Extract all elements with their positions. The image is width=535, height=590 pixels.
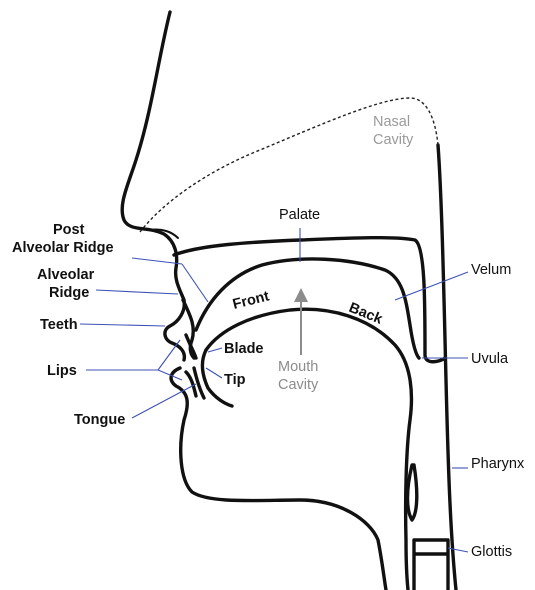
label-alveolar: Alveolar <box>37 267 95 283</box>
tip-leader <box>206 368 222 378</box>
lips-leader-2 <box>158 340 180 370</box>
blade-leader <box>208 348 222 352</box>
mouth-cavity-arrow-head <box>294 288 308 302</box>
face-profile-outline <box>122 12 184 360</box>
label-tip: Tip <box>224 372 246 388</box>
chin-outline <box>171 368 386 590</box>
label-nasal: Nasal <box>373 114 410 130</box>
label-velum: Velum <box>471 262 511 278</box>
glottis-outline <box>414 540 448 590</box>
label-glottis: Glottis <box>471 544 512 560</box>
label-lips: Lips <box>47 363 77 379</box>
label-mouth: Mouth <box>278 359 318 375</box>
label-pharynx: Pharynx <box>471 456 525 472</box>
label-nasal-cavity: Cavity <box>373 132 414 148</box>
label-blade: Blade <box>224 341 264 357</box>
label-alveolar-ridge: Ridge <box>49 285 89 301</box>
label-palate: Palate <box>279 207 320 223</box>
pharynx-wall-outline <box>438 145 456 590</box>
post-alveolar-leader <box>132 258 182 264</box>
label-post-alveolar-ridge: Alveolar Ridge <box>12 240 114 256</box>
post-alveolar-leader-2 <box>182 264 208 302</box>
label-mouth-cavity: Cavity <box>278 377 319 393</box>
velum-leader <box>395 272 468 300</box>
teeth-leader <box>80 324 165 326</box>
label-tongue: Tongue <box>74 412 125 428</box>
label-teeth: Teeth <box>40 317 78 333</box>
alveolar-leader <box>96 290 178 294</box>
label-uvula: Uvula <box>471 351 509 367</box>
label-front: Front <box>231 288 271 313</box>
epiglottis-outline <box>408 465 417 520</box>
label-post: Post <box>53 222 85 238</box>
